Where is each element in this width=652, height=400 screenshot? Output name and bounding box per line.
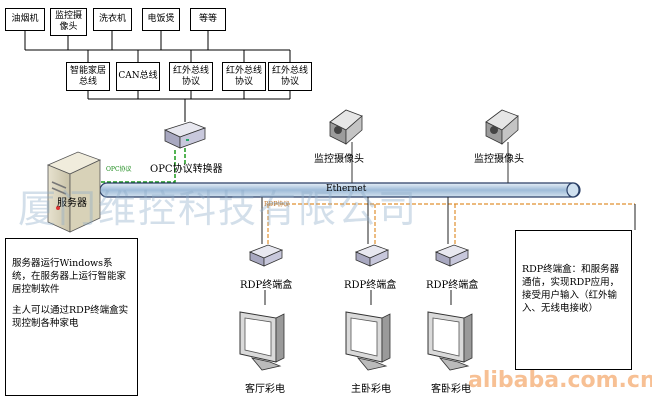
camera-icon xyxy=(329,109,363,183)
device-box-etc: 等等 xyxy=(190,8,226,31)
rdp-box-icon xyxy=(248,244,284,267)
bus-box-ir-3: 红外总线协议 xyxy=(268,62,312,91)
rdp-tv-lines xyxy=(264,290,452,305)
camera1-label: 监控摄像头 xyxy=(314,154,364,165)
tv-icon xyxy=(239,311,285,371)
company-watermark: 厦门维控科技有限公司 xyxy=(18,187,419,231)
opc-converter-label: OPC协议转换器 xyxy=(150,164,223,175)
rdp-note: RDP终端盒：和服务器通信，实现RDP应用，接受用户输入（红外输入、无线电接收） xyxy=(515,230,632,370)
tv-icon xyxy=(427,311,473,371)
device-box-range-hood: 油烟机 xyxy=(5,8,45,31)
tv3-label: 客卧彩电 xyxy=(431,384,471,395)
opc-protocol-label: OPC协议 xyxy=(106,166,132,173)
tv2-label: 主卧彩电 xyxy=(351,384,391,395)
rdp-box-icon xyxy=(434,244,470,267)
bus-box-ir-1: 红外总线协议 xyxy=(169,62,213,91)
camera-icon xyxy=(485,109,519,183)
rdp-box-icon xyxy=(354,244,390,267)
server-note-line1: 服务器运行Windows系统，在服务器上运行智能家居控制软件 xyxy=(12,258,127,295)
device-box-rice-cooker: 电饭煲 xyxy=(142,8,180,31)
rdp-box3-label: RDP终端盒 xyxy=(426,280,479,291)
rdp-links-black xyxy=(261,197,636,244)
tv-icon xyxy=(345,311,391,371)
server-label: 服务器 xyxy=(57,198,87,209)
bus-box-smart-home: 智能家居总线 xyxy=(66,62,110,91)
rdp-links xyxy=(267,203,635,244)
rdp-protocol-label: RDP协议 xyxy=(264,201,290,208)
device-box-washer: 洗衣机 xyxy=(93,8,132,31)
server-icon xyxy=(46,151,102,233)
server-note-line2: 主人可以通过RDP终端盒实现控制各种家电 xyxy=(12,305,129,329)
opc-converter-icon xyxy=(163,121,207,149)
bus-box-can: CAN总线 xyxy=(116,62,160,91)
tv1-label: 客厅彩电 xyxy=(245,384,285,395)
bus-box-ir-2: 红外总线协议 xyxy=(222,62,266,91)
device-tree-lines xyxy=(24,31,291,122)
site-watermark: alibaba.com.cn xyxy=(468,368,652,393)
server-note: 服务器运行Windows系统，在服务器上运行智能家居控制软件 主人可以通过RDP… xyxy=(5,238,138,396)
device-box-camera: 监控摄像头 xyxy=(50,8,87,36)
opc-link xyxy=(95,148,186,183)
ethernet-bus xyxy=(99,182,581,198)
rdp-box2-label: RDP终端盒 xyxy=(344,280,397,291)
ethernet-label: Ethernet xyxy=(326,184,367,194)
rdp-box1-label: RDP终端盒 xyxy=(240,280,293,291)
camera2-label: 监控摄像头 xyxy=(474,154,524,165)
